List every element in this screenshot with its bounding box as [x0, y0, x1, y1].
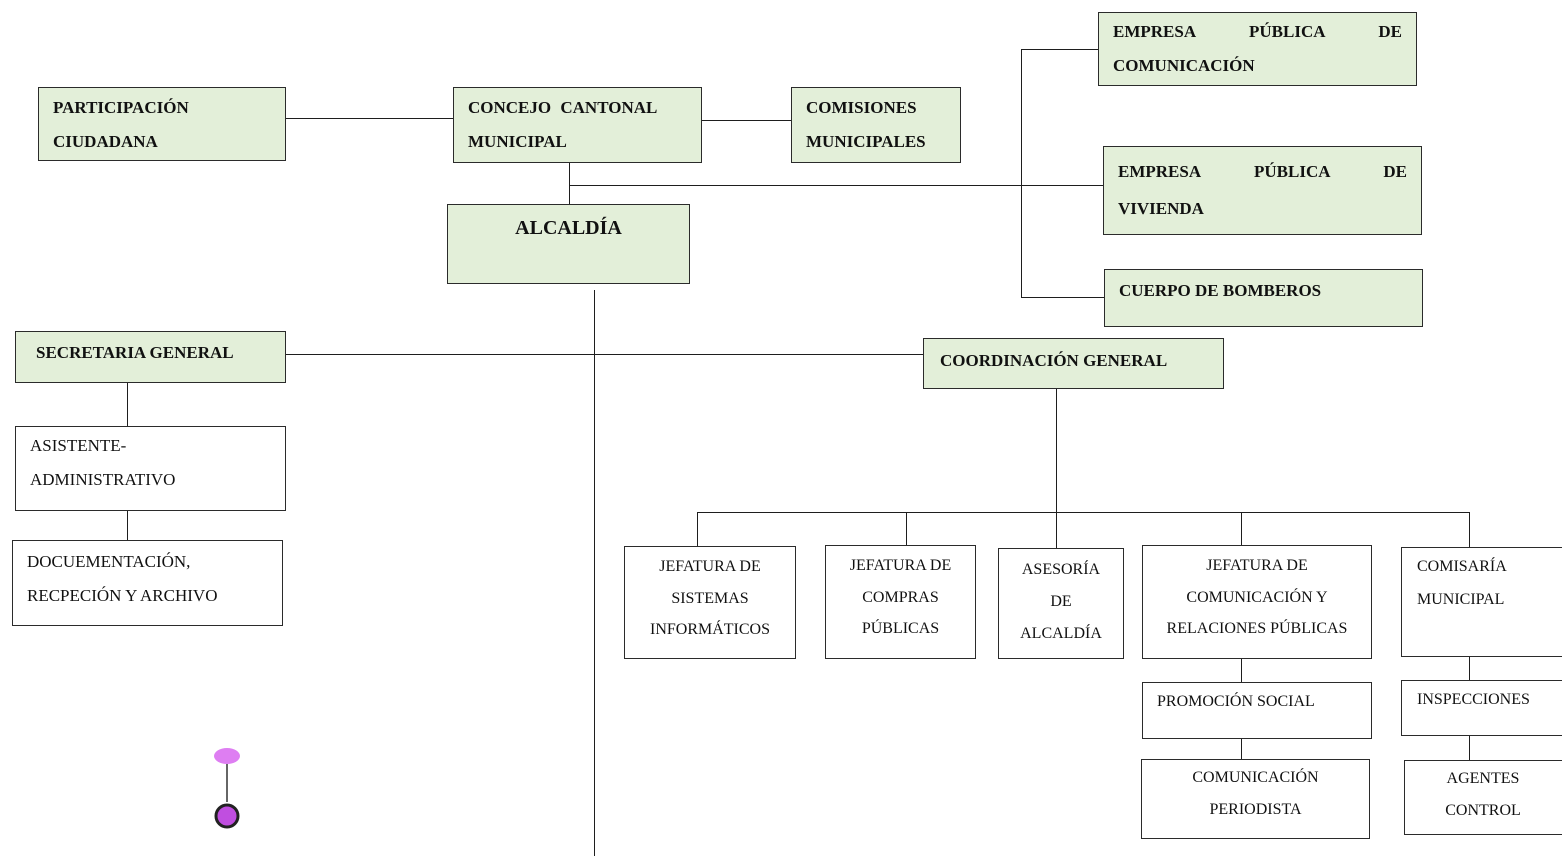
coordinacion-general-box: COORDINACIÓN GENERAL	[923, 338, 1224, 389]
rotation-handle-icon[interactable]	[208, 744, 248, 836]
box-text-line: CUERPO DE BOMBEROS	[1119, 281, 1322, 300]
box-text-line: VIVIENDA	[1118, 199, 1204, 218]
secretaria-general-box: SECRETARIA GENERAL	[15, 331, 286, 383]
box-text-line: ASESORÍA	[1021, 561, 1101, 578]
concejo-cantonal-box: CONCEJO CANTONAL MUNICIPAL	[453, 87, 702, 163]
box-text-line: DOCUEMENTACIÓN,	[27, 552, 191, 571]
connector-line	[594, 290, 596, 856]
box-text-line: JEFATURA DE	[659, 558, 761, 575]
box-text-line: COMISARÍA	[1417, 558, 1507, 575]
connector-line	[1241, 738, 1243, 760]
jefatura-sistemas-box: JEFATURA DE SISTEMAS INFORMÁTICOS	[624, 546, 796, 659]
empresa-vivienda-box: EMPRESA PÚBLICA DE VIVIENDA	[1103, 146, 1422, 235]
alcaldia-box: ALCALDÍA	[447, 204, 690, 284]
box-text-line: COMISIONES	[806, 98, 917, 117]
comisaria-municipal-box: COMISARÍA MUNICIPAL	[1401, 547, 1562, 657]
box-text-line: COMUNICACIÓN	[1113, 56, 1255, 75]
box-text-line: CIUDADANA	[53, 132, 158, 151]
asistente-administrativo-box: ASISTENTE- ADMINISTRATIVO	[15, 426, 286, 511]
box-text-line: COMUNICACIÓN Y	[1186, 588, 1328, 606]
inspecciones-box: INSPECCIONES	[1401, 680, 1562, 736]
box-text-line: JEFATURA DE	[1206, 557, 1308, 574]
connector-line	[1241, 512, 1243, 546]
box-text-line: RELACIONES PÚBLICAS	[1166, 620, 1348, 637]
connector-line	[1241, 658, 1243, 682]
box-text-line: ASISTENTE-	[30, 436, 127, 455]
jefatura-compras-box: JEFATURA DE COMPRAS PÚBLICAS	[825, 545, 976, 659]
connector-line	[697, 512, 1470, 514]
box-text-line: ADMINISTRATIVO	[30, 470, 176, 489]
box-text-line: EMPRESA PÚBLICA DE	[1118, 162, 1407, 181]
connector-line	[286, 354, 923, 356]
box-text-line: MUNICIPALES	[806, 132, 926, 151]
connector-line	[569, 185, 1103, 187]
box-text-line: MUNICIPAL	[1417, 591, 1505, 608]
agentes-control-box: AGENTES CONTROL	[1404, 760, 1562, 835]
connector-line	[1021, 49, 1023, 298]
box-text-line: RECPECIÓN Y ARCHIVO	[27, 586, 218, 605]
box-text-line: EMPRESA PÚBLICA DE	[1113, 22, 1402, 41]
box-text-line: CONTROL	[1445, 802, 1521, 819]
connector-line	[697, 512, 699, 546]
comunicacion-periodista-box: COMUNICACIÓN PERIODISTA	[1141, 759, 1370, 839]
connector-line	[1469, 735, 1471, 761]
connector-line	[1021, 297, 1104, 299]
connector-line	[702, 120, 792, 122]
box-text-line: COORDINACIÓN GENERAL	[940, 351, 1168, 370]
comisiones-municipales-box: COMISIONES MUNICIPALES	[791, 87, 961, 163]
box-text-line: JEFATURA DE	[849, 557, 952, 574]
box-text-line: ALCALDÍA	[1020, 625, 1102, 642]
box-text-line: COMUNICACIÓN	[1192, 769, 1319, 786]
box-text-line: MUNICIPAL	[468, 132, 567, 151]
asesoria-alcaldia-box: ASESORÍA DE ALCALDÍA	[998, 548, 1124, 659]
connector-line	[1021, 49, 1098, 51]
connector-line	[286, 118, 454, 120]
box-text-line: INSPECCIONES	[1417, 691, 1530, 708]
box-text-line: PARTICIPACIÓN	[53, 98, 189, 117]
empresa-comunicacion-box: EMPRESA PÚBLICA DE COMUNICACIÓN	[1098, 12, 1417, 86]
cuerpo-bomberos-box: CUERPO DE BOMBEROS	[1104, 269, 1423, 327]
jefatura-comunicacion-box: JEFATURA DE COMUNICACIÓN Y RELACIONES PÚ…	[1142, 545, 1372, 659]
promocion-social-box: PROMOCIÓN SOCIAL	[1142, 682, 1372, 739]
connector-line	[1469, 656, 1471, 680]
participacion-ciudadana-box: PARTICIPACIÓN CIUDADANA	[38, 87, 286, 161]
box-text-line: INFORMÁTICOS	[649, 621, 770, 638]
box-text-line: PÚBLICAS	[861, 620, 940, 637]
connector-line	[127, 511, 129, 541]
box-text-line: PERIODISTA	[1209, 801, 1302, 818]
box-text-line: SECRETARIA GENERAL	[36, 343, 234, 362]
box-text-line: AGENTES	[1446, 770, 1520, 787]
box-text-line: PROMOCIÓN SOCIAL	[1157, 693, 1315, 710]
box-text-line: CONCEJO CANTONAL	[468, 98, 658, 117]
connector-line	[127, 383, 129, 427]
connector-line	[1469, 512, 1471, 548]
connector-line	[569, 163, 571, 205]
box-text-line: COMPRAS	[862, 588, 939, 606]
box-text-line: SISTEMAS	[671, 589, 749, 607]
connector-line	[1056, 388, 1058, 548]
connector-line	[906, 512, 908, 546]
documentacion-box: DOCUEMENTACIÓN, RECPECIÓN Y ARCHIVO	[12, 540, 283, 626]
box-text-line: DE	[1050, 593, 1072, 610]
box-title: ALCALDÍA	[515, 217, 622, 239]
